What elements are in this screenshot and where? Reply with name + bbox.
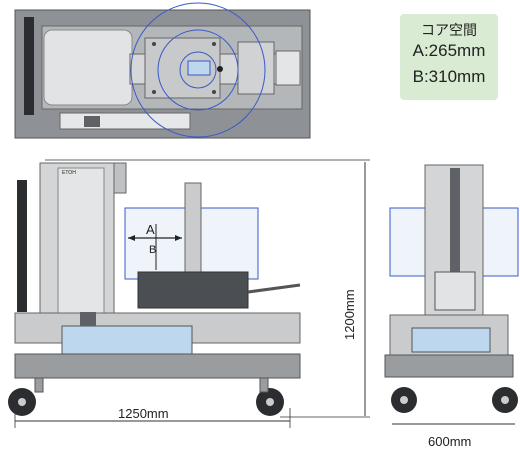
front-view: A B ETOH 1200mm 1250mm	[8, 159, 370, 428]
core-space-spec-box: コア空間 A:265mm B:310mm	[400, 14, 498, 100]
top-view-handle-bar	[24, 17, 34, 115]
front-handle	[17, 180, 27, 312]
front-caster-right	[259, 377, 269, 393]
dim-a-arrow-right	[175, 235, 182, 241]
top-view-bolt-1	[152, 42, 156, 46]
side-carriage	[434, 271, 476, 311]
front-base-lower	[14, 353, 301, 379]
spec-title: コア空間	[421, 22, 477, 38]
front-mast-panel	[57, 167, 105, 314]
side-base-lower	[384, 354, 514, 378]
spec-line-b: B:310mm	[412, 67, 486, 86]
top-view-core-slot	[187, 60, 211, 76]
top-view	[14, 2, 311, 139]
label-b: B	[149, 244, 156, 256]
side-wheel-right-hub	[501, 396, 509, 404]
front-mast-top	[113, 162, 127, 194]
top-view-circle-mid	[157, 29, 239, 111]
top-view-bolt-2	[152, 90, 156, 94]
top-view-bolt-4	[212, 90, 216, 94]
front-caster-left	[34, 377, 44, 393]
top-view-circle-outer	[130, 2, 266, 138]
front-upright	[184, 182, 202, 278]
top-view-clamp	[237, 41, 275, 95]
side-wheel-left-hub	[400, 396, 408, 404]
dim-a-arrow-left	[128, 235, 135, 241]
top-view-pin-icon	[217, 66, 223, 72]
top-view-inner-plate	[43, 29, 133, 106]
front-wheel-right-hub	[266, 398, 274, 406]
front-arm-handle	[247, 283, 301, 294]
front-base-panel	[61, 325, 193, 355]
front-arm-box	[137, 271, 249, 309]
depth-dim-label: 600mm	[428, 434, 471, 449]
top-view-bolt-3	[212, 42, 216, 46]
side-mast-rail	[450, 168, 460, 293]
brand-label: ETOH	[62, 170, 76, 176]
top-view-tip	[275, 50, 301, 86]
front-control-box	[80, 312, 96, 326]
label-a: A	[146, 222, 155, 237]
side-base-panel	[411, 327, 491, 353]
width-dim-label: 1250mm	[118, 406, 169, 421]
front-wheel-left-hub	[18, 398, 26, 406]
side-view: 600mm	[384, 164, 519, 449]
height-dim-label: 1200mm	[342, 289, 357, 340]
top-view-circle-inner	[179, 51, 217, 89]
spec-line-a: A:265mm	[412, 41, 486, 60]
top-view-footer-box	[84, 116, 100, 127]
top-view-footer-panel	[59, 112, 191, 130]
